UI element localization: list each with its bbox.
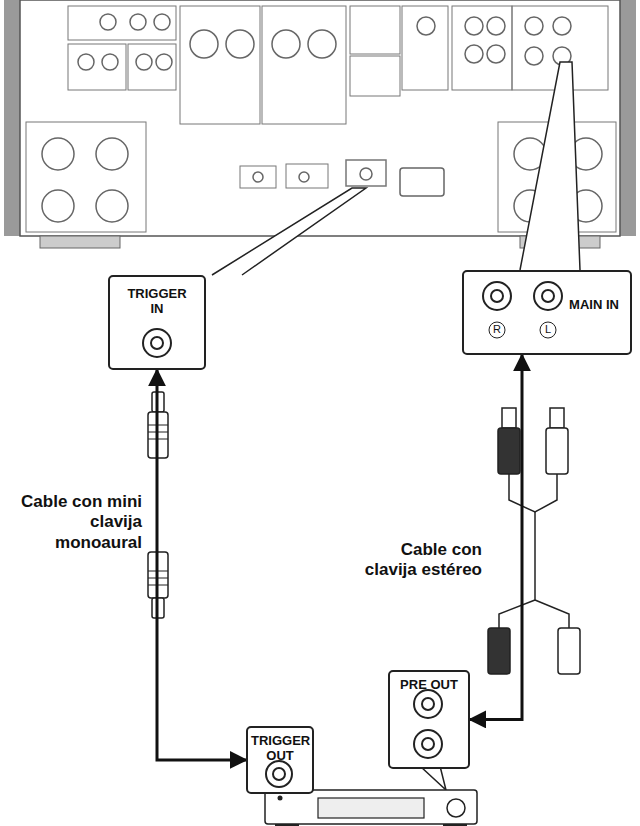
channel-letter: R xyxy=(491,323,503,336)
jack-name: TRIGGER IN xyxy=(122,287,192,317)
cable-label: Cable con clavija estéreo xyxy=(352,540,482,581)
callout-box: TRIGGER IN xyxy=(108,275,206,370)
callout-box: TRIGGER OUT xyxy=(246,726,314,794)
channel-letter: L xyxy=(542,323,554,336)
jack-name: TRIGGER OUT xyxy=(251,734,309,764)
jack-name: MAIN IN xyxy=(564,298,624,313)
callout-box: MAIN IN xyxy=(462,270,632,355)
jack-name: PRE OUT xyxy=(392,678,466,693)
callout-box: PRE OUT xyxy=(388,670,470,769)
cable-label: Cable con mini clavija monoaural xyxy=(8,492,142,553)
cable-connector xyxy=(157,370,246,760)
amp-rear-panel xyxy=(20,0,620,236)
cable-connector xyxy=(470,355,522,719)
